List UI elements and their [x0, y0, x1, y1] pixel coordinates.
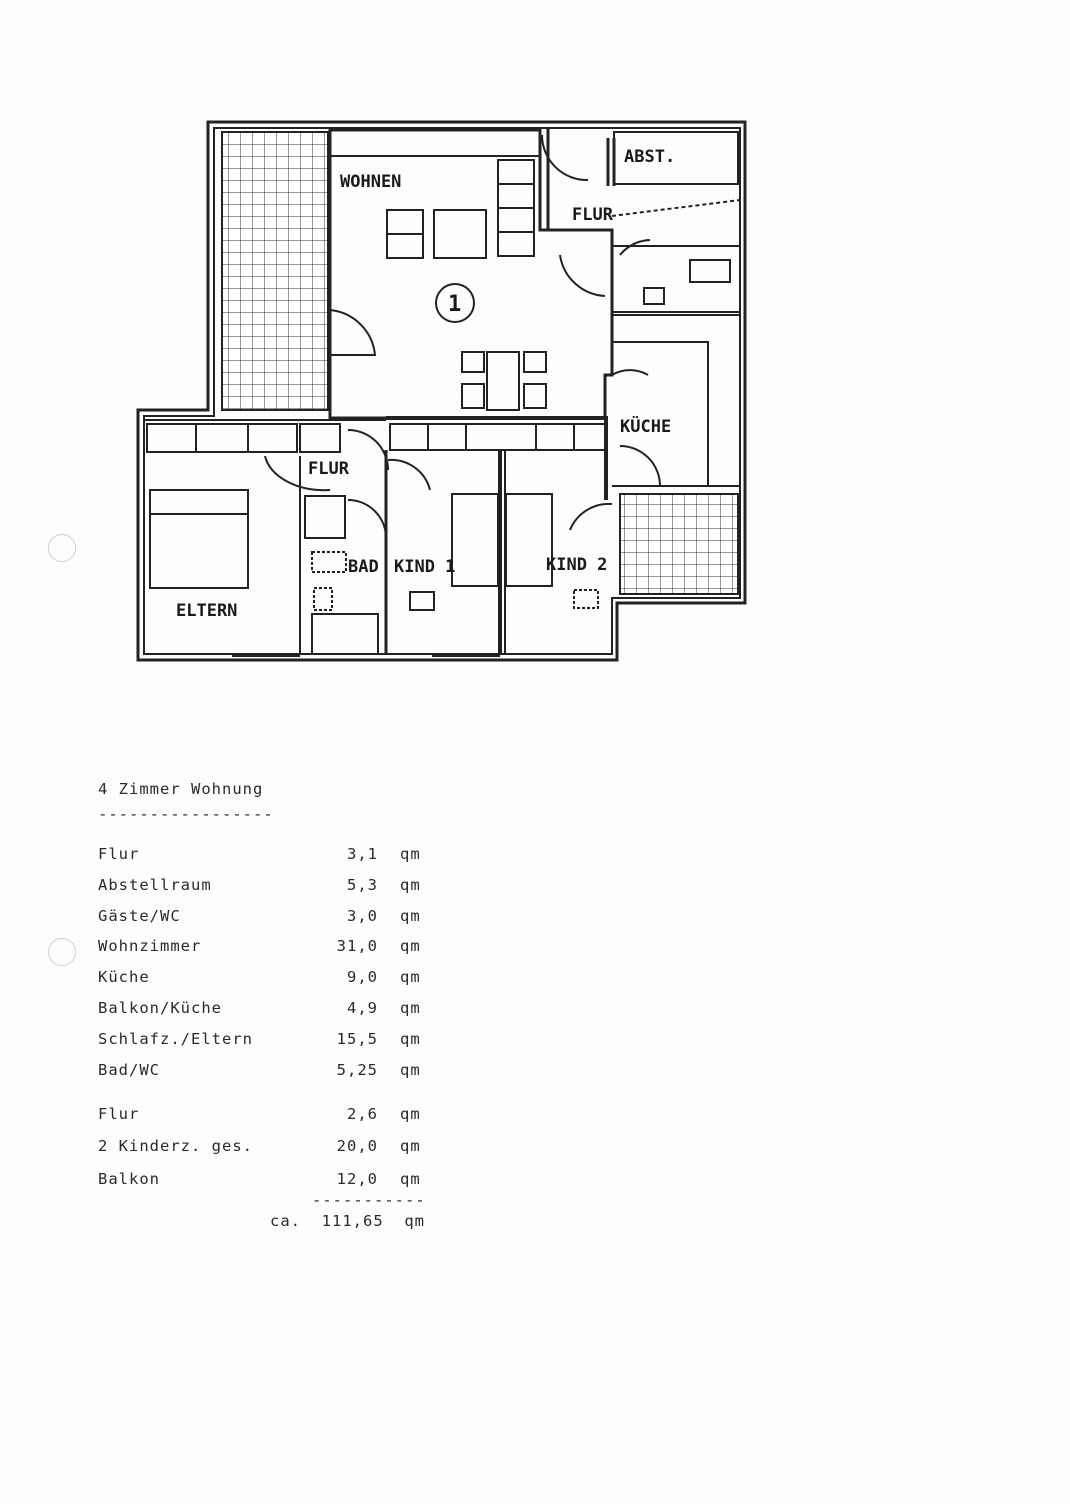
room-row: Küche 9,0 qm — [98, 968, 438, 990]
room-unit: qm — [400, 1105, 421, 1123]
label-eltern: ELTERN — [176, 601, 237, 621]
label-kind-2: KIND 2 — [546, 555, 607, 575]
room-name: Bad/WC — [98, 1061, 160, 1079]
room-name: Balkon — [98, 1170, 160, 1188]
room-unit: qm — [400, 999, 421, 1017]
room-row: Balkon 12,0 qm — [98, 1170, 438, 1192]
room-row: Gäste/WC 3,0 qm — [98, 907, 438, 929]
room-area: 12,0 — [336, 1170, 378, 1188]
label-abstellraum: ABST. — [624, 147, 675, 167]
room-name: Wohnzimmer — [98, 937, 202, 955]
room-area: 3,0 — [347, 907, 378, 925]
room-unit: qm — [400, 1137, 421, 1155]
room-unit: qm — [400, 876, 421, 894]
label-kind-1: KIND 1 — [394, 557, 455, 577]
room-row: 2 Kinderz. ges. 20,0 qm — [98, 1137, 438, 1159]
unit-number: 1 — [448, 292, 461, 317]
room-unit: qm — [400, 968, 421, 986]
room-name: Abstellraum — [98, 876, 212, 894]
title-underline: ----------------- — [98, 805, 274, 823]
total-prefix: ca. — [270, 1212, 301, 1230]
room-area: 2,6 — [347, 1105, 378, 1123]
floor-plan: WOHNEN ABST. FLUR KÜCHE FLUR BAD KIND 1 … — [136, 120, 747, 662]
room-area: 20,0 — [336, 1137, 378, 1155]
room-row: Flur 2,6 qm — [98, 1105, 438, 1127]
room-name: Küche — [98, 968, 150, 986]
room-name: 2 Kinderz. ges. — [98, 1137, 253, 1155]
room-unit: qm — [400, 1170, 421, 1188]
room-unit: qm — [400, 1030, 421, 1048]
room-name: Flur — [98, 1105, 140, 1123]
total-value: 111,65 — [321, 1212, 384, 1230]
room-area: 15,5 — [336, 1030, 378, 1048]
room-area: 3,1 — [347, 845, 378, 863]
room-name: Balkon/Küche — [98, 999, 222, 1017]
total-area: ca. 111,65 qm — [270, 1212, 425, 1230]
label-flur-top: FLUR — [572, 205, 614, 225]
room-row: Bad/WC 5,25 qm — [98, 1061, 438, 1083]
balcony-kitchen — [619, 493, 739, 595]
room-row: Schlafz./Eltern 15,5 qm — [98, 1030, 438, 1052]
label-bad: BAD — [348, 557, 379, 577]
label-wohnen: WOHNEN — [340, 172, 401, 192]
room-unit: qm — [400, 845, 421, 863]
room-name: Flur — [98, 845, 140, 863]
label-kueche: KÜCHE — [620, 415, 671, 437]
room-area: 5,25 — [336, 1061, 378, 1079]
room-row: Wohnzimmer 31,0 qm — [98, 937, 438, 959]
balcony-left — [221, 131, 329, 411]
total-unit: qm — [404, 1212, 426, 1230]
list-title: 4 Zimmer Wohnung — [98, 780, 264, 798]
room-unit: qm — [400, 937, 421, 955]
room-area: 9,0 — [347, 968, 378, 986]
room-area: 5,3 — [347, 876, 378, 894]
punch-hole — [48, 534, 76, 562]
room-name: Schlafz./Eltern — [98, 1030, 253, 1048]
room-row: Abstellraum 5,3 qm — [98, 876, 438, 898]
sum-separator: ----------- — [312, 1191, 426, 1209]
punch-hole — [48, 938, 76, 966]
room-row: Flur 3,1 qm — [98, 845, 438, 867]
room-row: Balkon/Küche 4,9 qm — [98, 999, 438, 1021]
room-name: Gäste/WC — [98, 907, 181, 925]
room-area: 31,0 — [336, 937, 378, 955]
room-area: 4,9 — [347, 999, 378, 1017]
room-unit: qm — [400, 1061, 421, 1079]
room-unit: qm — [400, 907, 421, 925]
label-flur-bottom: FLUR — [308, 459, 350, 479]
